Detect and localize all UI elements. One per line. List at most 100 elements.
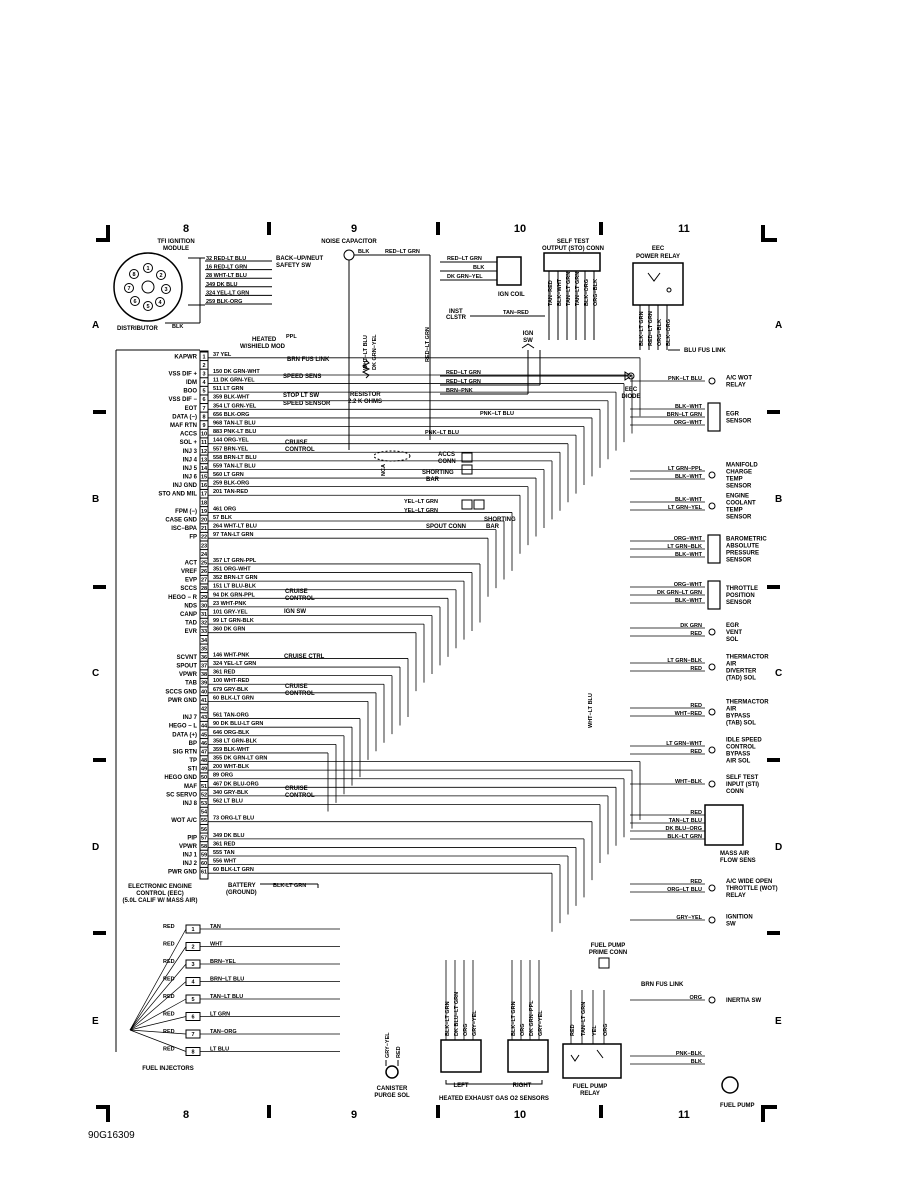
component-terminal [708, 471, 716, 479]
eec-pin-wire: 357 LT GRN-PPL [213, 558, 257, 564]
injector-wire-label: LT BLU [210, 1047, 229, 1053]
sto-wire-label: BLK−ORG [584, 279, 590, 306]
right-wire-label: RED [690, 749, 702, 755]
backup-switch-label-1: BACK−UP/NEUT [276, 256, 324, 262]
eec-pin-number: 21 [201, 526, 207, 532]
grid-row-b-left: B [92, 494, 99, 505]
sto-wire-label: TAN−LT GRN [566, 272, 572, 306]
eec-pin-number: 58 [201, 844, 207, 850]
eec-pin-function: HEGO − R [168, 595, 198, 601]
right-component-label: TEMP [726, 508, 743, 514]
eec-pin-number: 36 [201, 655, 207, 661]
eec-pin-wire: 355 DK GRN-LT GRN [213, 756, 267, 762]
ign-sw-top-label-1: IGN [523, 331, 534, 337]
tfi-pin-number: 2 [159, 273, 162, 279]
ppl-wire: PPL [286, 334, 297, 340]
coil-wire-1: RED−LT GRN [447, 256, 482, 262]
canister-purge-sol [385, 1065, 399, 1079]
eec-pin-wire: 558 BRN-LT BLU [213, 455, 257, 461]
right-wire-label: ORG−WHT [674, 582, 703, 588]
eec-pin-number: 55 [201, 818, 207, 824]
eec-pin-function: INJ 3 [183, 449, 198, 455]
inst-clstr-label-1: INST [449, 309, 463, 315]
eec-pin-wire: 340 GRY-BLK [213, 790, 248, 796]
right-component-label: THROTTLE [726, 586, 758, 592]
right-component-label: IDLE SPEED [726, 738, 762, 744]
eec-pin-wire: 562 LT BLU [213, 798, 243, 804]
component-terminal [708, 502, 716, 510]
spout-conn-box-2 [473, 499, 485, 510]
right-component-label: SENSOR [726, 600, 752, 606]
ign-sw-wire-1: RED−LT GRN [446, 370, 481, 376]
top-components: NOISE CAPACITOR BLK RED−LT GRN RESISTOR … [321, 239, 726, 728]
vert-wire-red-lt-grn: RED−LT GRN [425, 327, 431, 362]
eec-title-1: ELECTRONIC ENGINE [128, 884, 192, 890]
eec-pin-number: 3 [202, 371, 205, 377]
brn-fus-link-label: BRN FUS LINK [287, 357, 330, 363]
eec-title-2: CONTROL (EEC) [136, 891, 184, 897]
cruise-control-label-2: CONTROL [285, 447, 315, 453]
canister-wire-2: RED [396, 1046, 402, 1058]
eec-pin-number: 2 [202, 363, 205, 369]
eec-pin-function: SIG RTN [173, 749, 197, 755]
fp-relay-wire-label: ORG [603, 1023, 609, 1036]
eec-pin-function: INJ 2 [183, 861, 198, 867]
tfi-pin-number: 1 [146, 266, 149, 272]
eec-pin-function: EVP [185, 578, 197, 584]
tfi-wire-label: 16 RED-LT GRN [206, 265, 247, 271]
eec-pin-function: EOT [185, 406, 198, 412]
canister-wire-1: GRY−YEL [385, 1032, 391, 1058]
injector-number: 2 [191, 945, 194, 951]
eec-relay-label-1: EEC [652, 246, 665, 252]
eec-pin-function: TAB [185, 681, 198, 687]
eec-pin-number: 61 [201, 870, 207, 876]
eec-pin-number: 19 [201, 509, 207, 515]
right-component-label: EGR [726, 623, 740, 629]
right-component-label: (TAD) SOL [726, 676, 756, 682]
eec-pin-number: 33 [201, 629, 207, 635]
right-wire-label: BLK−WHT [675, 474, 703, 480]
fp-prime-label-2: PRIME CONN [589, 950, 627, 956]
eec-pin-function: SCVNT [177, 655, 198, 661]
eec-pin-function: TAD [185, 621, 198, 627]
coil-wire-2: BLK [473, 265, 484, 271]
spout-conn-label: SPOUT CONN [426, 524, 466, 530]
eec-pin-wire: 354 LT GRN-YEL [213, 403, 257, 409]
eec-pin-number: 52 [201, 792, 207, 798]
eec-pin-wire: 324 YEL-LT GRN [213, 661, 256, 667]
resistor-label-1: RESISTOR [350, 392, 381, 398]
tfi-pin [130, 296, 140, 306]
eec-pin-wire: 73 ORG-LT BLU [213, 816, 254, 822]
ign-coil [496, 256, 522, 286]
eec-pin-number: 32 [201, 621, 207, 627]
tfi-pin [129, 269, 139, 279]
fuel-injectors-label: FUEL INJECTORS [142, 1066, 193, 1072]
eec-pin-number: 59 [201, 853, 207, 859]
pnk-lt-blu-wire: PNK−LT BLU [480, 411, 514, 417]
right-component-label: A/C WOT [726, 376, 752, 382]
right-wire-label: LT GRN−BLK [667, 658, 702, 664]
tfi-pin [124, 283, 134, 293]
eec-pin-number: 11 [201, 440, 207, 446]
sto-wire-label: BLK−WHT [557, 278, 563, 306]
spout-shorting-bar-1: SHORTING [484, 517, 516, 523]
tfi-pin [156, 270, 166, 280]
grid-row-a-right: A [775, 320, 782, 331]
eec-pin-function: CASE GND [165, 518, 197, 524]
eec-pin-function: FPM (−) [175, 509, 197, 515]
sensor-body [707, 580, 721, 610]
right-wire-label: BLK−WHT [675, 552, 703, 558]
accs-conn-box-1 [461, 452, 473, 463]
relay-wire-label: BLK−ORG [666, 319, 672, 346]
injector-feed [129, 1016, 187, 1031]
noise-cap-blk: BLK [358, 249, 369, 255]
injector-number: 5 [191, 997, 194, 1003]
grid-row-d-left: D [92, 842, 99, 853]
component-terminal [708, 780, 716, 788]
eec-pin-wire: 358 LT GRN-BLK [213, 738, 257, 744]
sto-wire-label: TAN−LT GRN [575, 272, 581, 306]
